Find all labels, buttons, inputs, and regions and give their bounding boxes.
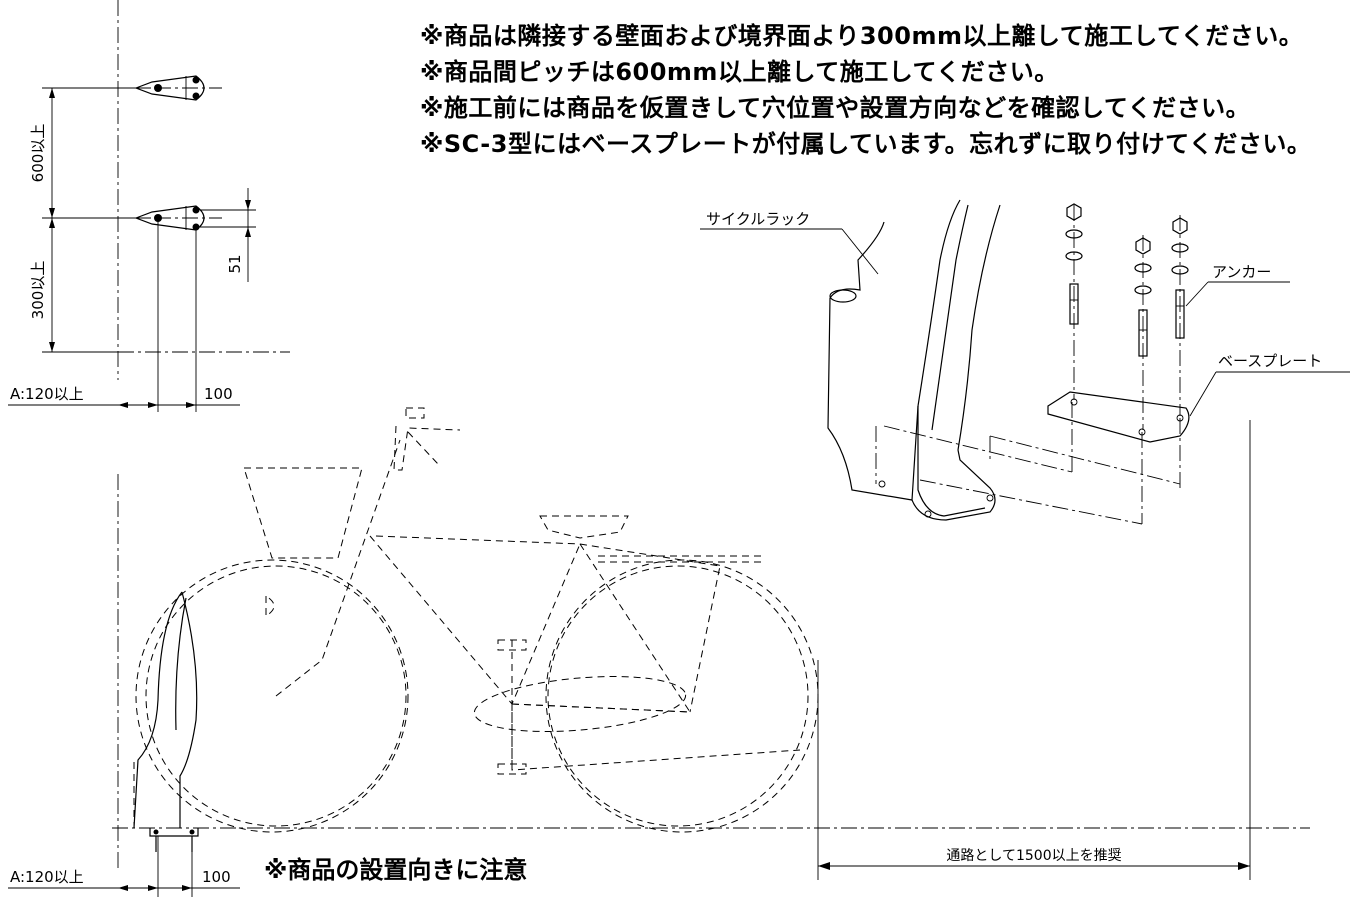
exploded-view: サイクルラック	[700, 199, 1350, 525]
plan-dim-100-label: 100	[204, 385, 233, 403]
anchor-middle	[1134, 237, 1152, 357]
dim-51-label: 51	[226, 254, 244, 273]
side-dim-100-label: 100	[202, 868, 231, 886]
note-line-2: ※商品間ピッチは600mm以上離して施工してください。	[420, 58, 1059, 86]
note-line-1: ※商品は隣接する壁面および境界面より300mm以上離して施工してください。	[420, 22, 1304, 50]
dim-600-label: 600以上	[29, 124, 47, 183]
plan-dim-a-label: A:120以上	[10, 385, 84, 403]
label-baseplate: ベースプレート	[1218, 352, 1322, 370]
bicycle-outline	[135, 407, 819, 833]
side-dim-a-label: A:120以上	[10, 868, 84, 886]
rack-side-profile	[133, 591, 199, 852]
aisle-label: 通路として1500以上を推奨	[946, 848, 1121, 864]
note-line-4: ※SC-3型にはベースプレートが付属しています。忘れずに取り付けてください。	[420, 130, 1312, 158]
note-line-3: ※施工前には商品を仮置きして穴位置や設置方向などを確認してください。	[420, 94, 1251, 122]
rack-plan-top	[128, 75, 222, 101]
rack-body	[827, 199, 1001, 521]
label-rack: サイクルラック	[706, 210, 810, 228]
side-view: A:120以上 100 ※商品の設置向きに注意 通路として1500以上を推奨	[8, 407, 1310, 897]
label-anchor: アンカー	[1212, 263, 1271, 281]
anchor-right	[1171, 217, 1189, 339]
base-plate	[1047, 391, 1190, 443]
plan-view: 600以上 300以上 51	[8, 0, 290, 412]
dim-300-label: 300以上	[29, 261, 47, 320]
anchor-left	[1065, 203, 1083, 325]
orientation-warning: ※商品の設置向きに注意	[264, 856, 527, 884]
